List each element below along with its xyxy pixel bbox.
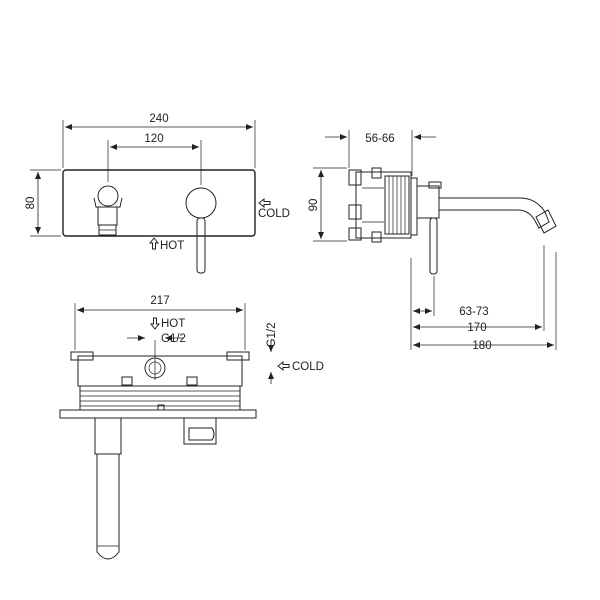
body-thread-vertical-label: G1/2 [266, 323, 278, 348]
front-view: 240 120 80 COLD HOT [25, 113, 290, 274]
side-reach-180-dimension: 180 [472, 340, 491, 352]
body-spout [96, 454, 120, 560]
spout-outlet-circle [97, 185, 119, 207]
front-hot-label: HOT [160, 240, 184, 252]
front-height-dimension: 80 [25, 197, 37, 210]
front-spacing-dimension: 120 [144, 133, 163, 145]
front-cold-label: COLD [258, 208, 290, 220]
side-plate [410, 177, 418, 236]
side-handle-housing [416, 185, 440, 219]
front-width-dimension: 240 [149, 113, 168, 125]
side-height-dimension: 90 [308, 199, 320, 212]
side-reach-170-dimension: 170 [467, 322, 486, 334]
body-spout-top [94, 417, 122, 455]
side-lever [429, 217, 438, 275]
body-hot-label: HOT [161, 318, 185, 330]
body-thread-horizontal-label: G1/2 [161, 333, 186, 345]
side-body-outer [355, 171, 412, 239]
cold-arrow-icon [258, 197, 271, 209]
mixer-lever [196, 217, 206, 274]
body-base-plate [59, 409, 257, 419]
body-hot-arrow-icon [149, 317, 161, 330]
side-reach-63-73-dimension: 63-73 [459, 306, 488, 318]
body-ribs [79, 385, 241, 411]
mixer-handle-circle [185, 187, 217, 219]
hot-arrow-icon [148, 237, 160, 250]
body-view: 217 HOT G1/2 G1/2 COLD [59, 295, 324, 560]
body-cold-label: COLD [292, 361, 324, 373]
side-bracket-top [348, 169, 362, 186]
body-width-dimension: 217 [150, 295, 169, 307]
side-bracket-mid [348, 204, 362, 220]
wall-plate [62, 169, 256, 237]
spout-body [97, 206, 118, 226]
side-depth-dimension: 56-66 [365, 133, 394, 145]
side-spout [439, 197, 550, 229]
side-bracket-bottom [348, 227, 362, 241]
body-cold-arrow-icon [277, 360, 290, 372]
body-handle-block [183, 417, 217, 445]
side-view: 56-66 90 63-73 170 180 [308, 130, 557, 352]
